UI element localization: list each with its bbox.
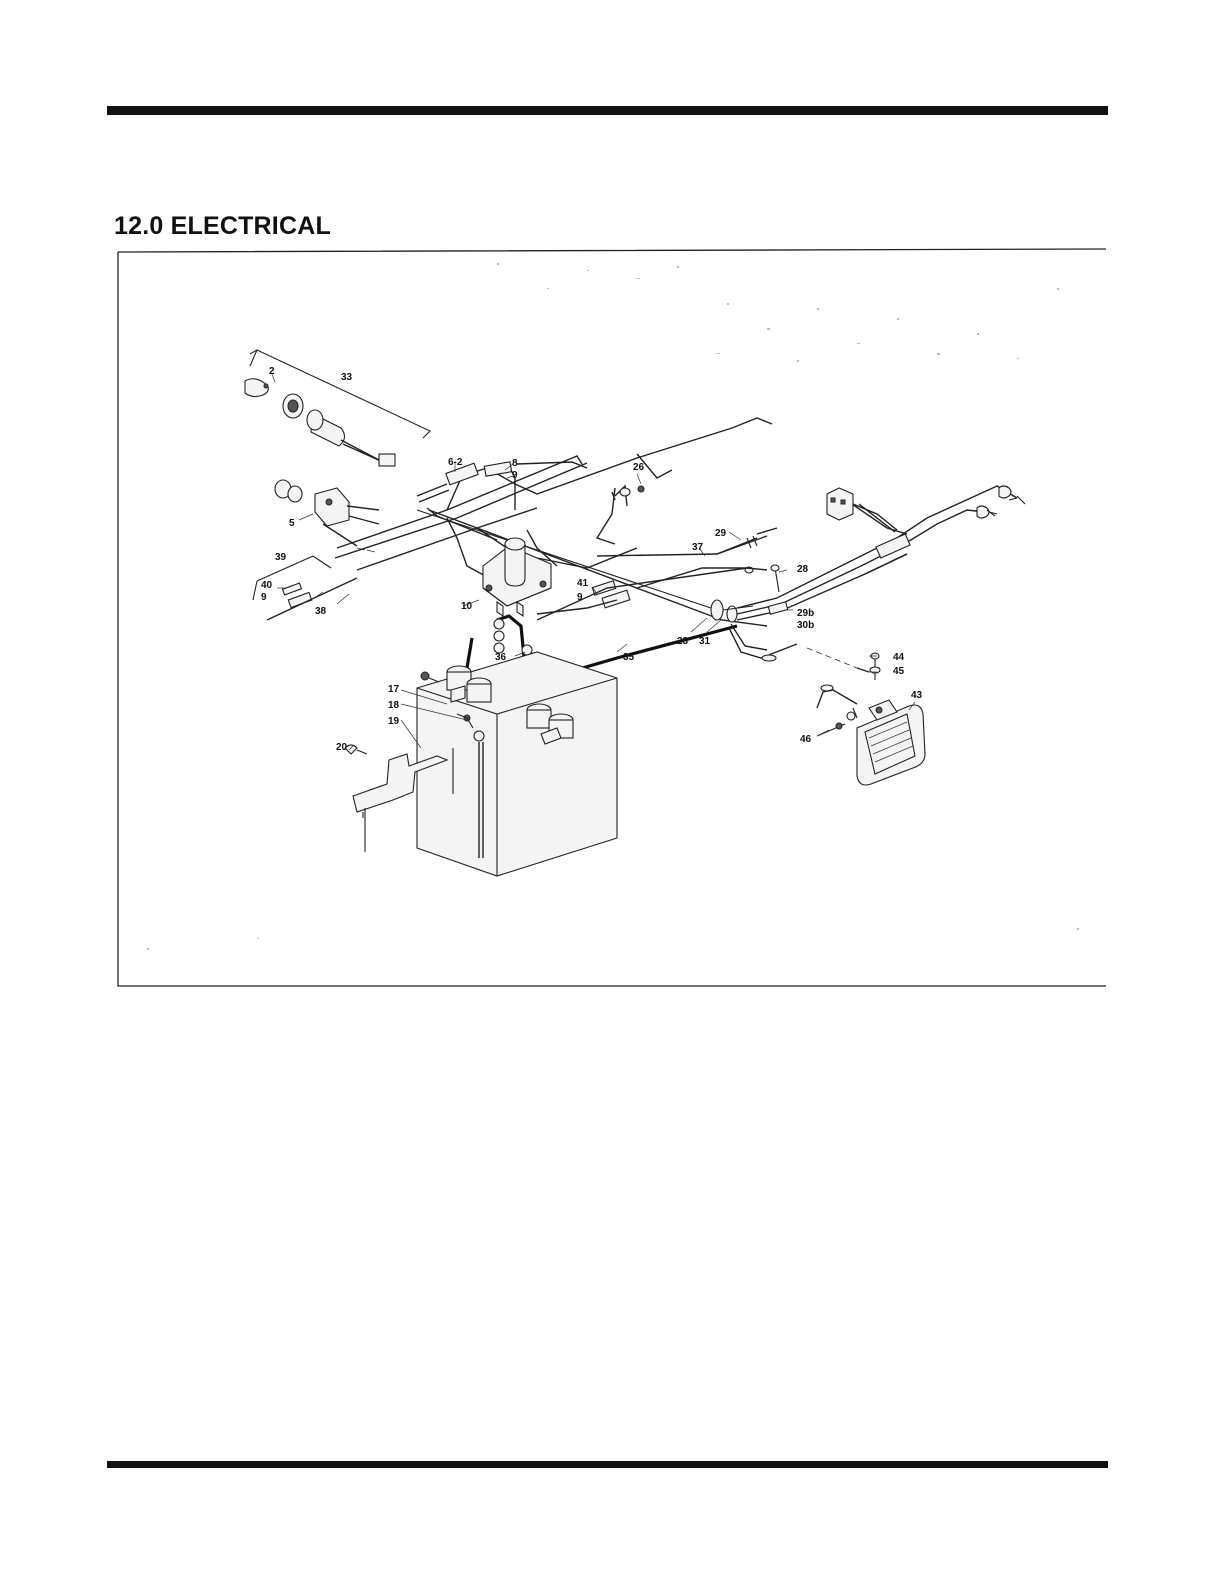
ignition-switch (283, 394, 395, 466)
callout: 37 (692, 542, 704, 553)
electrical-exploded-diagram: 2 33 6-2 8 9 26 5 39 40 9 38 29 37 28 41… (117, 248, 1107, 988)
callout: 2 (269, 366, 275, 377)
callout: 43 (911, 690, 923, 701)
callout: 5 (289, 518, 295, 529)
main-wire-harness (335, 418, 772, 626)
callout: 9 (261, 592, 267, 603)
callout: 29b (797, 608, 814, 619)
callout: 40 (261, 580, 273, 591)
scan-speckle (147, 263, 1079, 950)
callout: 39 (275, 552, 287, 563)
figure-frame (118, 249, 1106, 986)
callout: 19 (388, 716, 400, 727)
toggle-switch-part (275, 480, 379, 552)
callout: 10 (461, 601, 473, 612)
callout: 31 (699, 636, 711, 647)
callout: 9 (577, 592, 583, 603)
terminal-26 (612, 486, 644, 500)
work-light-43 (847, 700, 925, 785)
callout: 33 (341, 372, 353, 383)
key-part (245, 379, 268, 397)
callout: 30b (797, 620, 814, 631)
callout: 38 (315, 606, 327, 617)
callout: 35 (623, 652, 635, 663)
callout: 23 (677, 636, 689, 647)
callout: 18 (388, 700, 400, 711)
callout: 8 (512, 458, 518, 469)
plug-connector (827, 488, 897, 530)
callout: 41 (577, 578, 589, 589)
callout: 20 (336, 742, 348, 753)
callout: 45 (893, 666, 905, 677)
bottom-rule (107, 1461, 1108, 1468)
right-wire-harness (737, 486, 1025, 620)
callout: 36 (495, 652, 507, 663)
bolt-44-45 (870, 653, 880, 680)
top-rule (107, 106, 1108, 115)
light-lead (729, 624, 869, 708)
grommet-23-31 (711, 600, 753, 622)
callout: 44 (893, 652, 905, 663)
solenoid-relay (483, 538, 551, 616)
callout: 17 (388, 684, 400, 695)
diagram-canvas: 2 33 6-2 8 9 26 5 39 40 9 38 29 37 28 41… (117, 248, 1107, 988)
screw-28 (771, 565, 779, 592)
callout: 9 (512, 470, 518, 481)
callout: 26 (633, 462, 645, 473)
section-title: 12.0 ELECTRICAL (114, 212, 331, 241)
callout: 29 (715, 528, 727, 539)
callout: 28 (797, 564, 809, 575)
battery (417, 652, 617, 876)
clip-29b-30b (768, 602, 787, 614)
callout: 6-2 (448, 457, 463, 468)
bracket-33 (250, 350, 430, 438)
callout: 46 (800, 734, 812, 745)
